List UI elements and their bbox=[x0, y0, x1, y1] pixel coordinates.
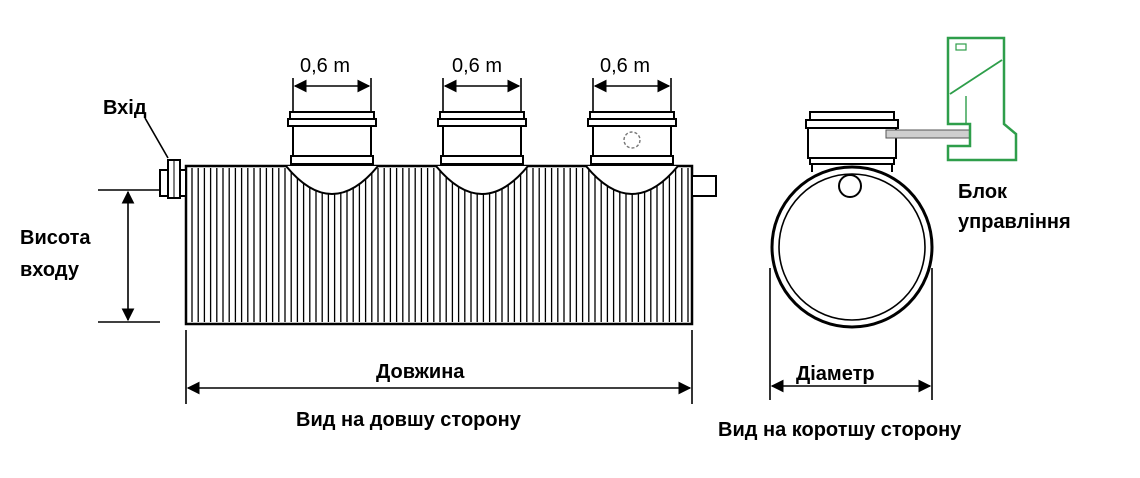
control-cable-pipe bbox=[885, 129, 971, 139]
manhole-3 bbox=[585, 78, 679, 195]
manhole-flange bbox=[289, 111, 375, 120]
manhole-1-dimension: 0,6 m bbox=[300, 55, 351, 77]
length-dimension bbox=[185, 330, 693, 404]
manhole-1 bbox=[285, 78, 379, 195]
manhole-3-dimension: 0,6 m bbox=[600, 55, 651, 77]
inlet-pointer bbox=[144, 117, 169, 159]
manhole-flange bbox=[587, 118, 677, 127]
end-riser bbox=[805, 111, 899, 172]
long-side-view-caption: Вид на довшу сторону bbox=[296, 409, 521, 431]
manhole-dome bbox=[285, 165, 379, 195]
manholes bbox=[285, 78, 679, 195]
tank-cross-section bbox=[770, 165, 934, 329]
inlet-label: Вхід bbox=[103, 97, 147, 119]
manhole-dome bbox=[585, 165, 679, 195]
inlet-port bbox=[838, 174, 862, 198]
manhole-riser bbox=[442, 123, 522, 161]
length-label: Довжина bbox=[376, 361, 465, 383]
manhole-dome bbox=[435, 165, 529, 195]
inlet-height-dimension bbox=[98, 189, 160, 323]
manhole-collar bbox=[290, 155, 374, 165]
manhole-2-dimension: 0,6 m bbox=[452, 55, 503, 77]
manhole-2 bbox=[435, 78, 529, 195]
control-unit-label-line2: управління bbox=[958, 211, 1071, 233]
long-side-view bbox=[98, 78, 717, 404]
control-unit-label-line1: Блок bbox=[958, 181, 1008, 203]
manhole-flange bbox=[589, 111, 675, 120]
tank-corrugation bbox=[191, 168, 689, 322]
diameter-dimension bbox=[769, 268, 933, 400]
port-marker bbox=[623, 131, 641, 149]
manhole-riser bbox=[292, 123, 372, 161]
diameter-label: Діаметр bbox=[796, 363, 875, 385]
inlet-height-label-line1: Висота bbox=[20, 227, 91, 249]
manhole-flange bbox=[287, 118, 377, 127]
manhole-flange bbox=[439, 111, 525, 120]
inlet-pipe bbox=[159, 159, 187, 199]
inlet-height-label-line2: входу bbox=[20, 259, 79, 281]
short-side-view-caption: Вид на коротшу сторону bbox=[718, 419, 962, 441]
manhole-collar bbox=[590, 155, 674, 165]
manhole-collar bbox=[440, 155, 524, 165]
outlet-pipe bbox=[691, 175, 717, 197]
control-unit bbox=[946, 36, 1018, 162]
manhole-riser bbox=[592, 123, 672, 161]
manhole-flange bbox=[437, 118, 527, 127]
short-side-view bbox=[769, 36, 1018, 400]
